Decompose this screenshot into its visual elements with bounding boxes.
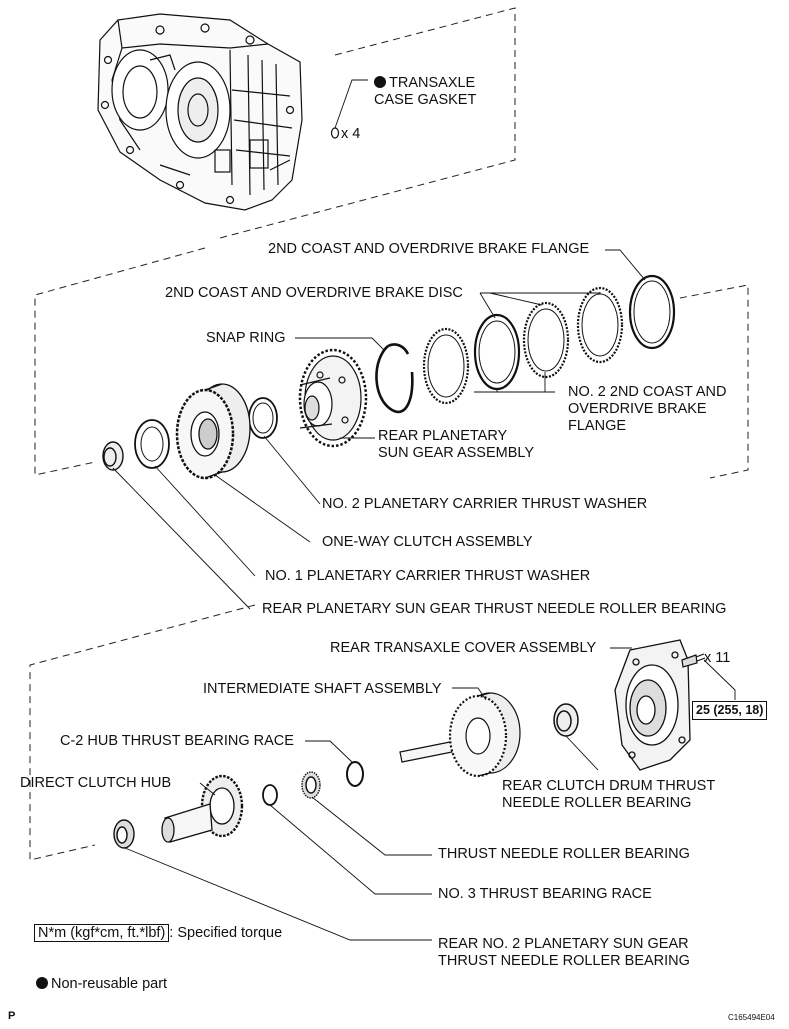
rear-planetary-sun-gear <box>298 348 368 448</box>
one-way-clutch-label: ONE-WAY CLUTCH ASSEMBLY <box>322 534 533 550</box>
gasket-label: TRANSAXLE CASE GASKET <box>374 75 477 108</box>
gasket-label-wrap: TRANSAXLE CASE GASKET <box>374 75 476 109</box>
nonreusable-dot-icon <box>36 977 48 989</box>
no2-flange-label: NO. 2 2ND COAST AND OVERDRIVE BRAKE FLAN… <box>568 384 727 434</box>
snap-ring-label: SNAP RING <box>206 330 286 346</box>
snap-ring <box>375 345 414 414</box>
thrust-bearing-label: THRUST NEEDLE ROLLER BEARING <box>438 846 690 862</box>
no1-thrust-washer <box>134 419 170 469</box>
group-outlines <box>29 7 749 861</box>
transaxle-case <box>97 13 303 211</box>
rear-cover-label: REAR TRANSAXLE COVER ASSEMBLY <box>330 640 597 656</box>
c2-hub-race <box>346 761 364 787</box>
nonreusable-legend: Non-reusable part <box>36 976 167 993</box>
direct-hub-label: DIRECT CLUTCH HUB <box>20 775 172 791</box>
bolt-qty: x 11 <box>704 650 731 666</box>
c2-race-label: C-2 HUB THRUST BEARING RACE <box>60 733 294 749</box>
rear-clutch-drum-bearing <box>553 703 579 737</box>
brake-pack <box>422 274 676 405</box>
rear-no2-sun-gear-bearing <box>113 819 135 849</box>
direct-clutch-hub <box>161 774 244 843</box>
sun-gear-bearing-label: REAR PLANETARY SUN GEAR THRUST NEEDLE RO… <box>262 601 727 617</box>
figure-code: C165494E04 <box>728 1013 775 1022</box>
thrust-needle-bearing <box>301 771 321 799</box>
no1-washer-label: NO. 1 PLANETARY CARRIER THRUST WASHER <box>265 568 591 584</box>
rear-transaxle-cover <box>614 639 691 771</box>
nonreusable-legend-text: Non-reusable part <box>51 976 168 992</box>
torque-legend-text: : Specified torque <box>169 925 283 941</box>
brake-disc-label: 2ND COAST AND OVERDRIVE BRAKE DISC <box>165 285 463 301</box>
drum-bearing-label: REAR CLUTCH DRUM THRUST NEEDLE ROLLER BE… <box>502 778 716 811</box>
rear-no2-bearing-label: REAR NO. 2 PLANETARY SUN GEAR THRUST NEE… <box>438 936 690 969</box>
no3-race-label: NO. 3 THRUST BEARING RACE <box>438 886 652 902</box>
case-gasket <box>330 127 340 139</box>
intermediate-shaft-label: INTERMEDIATE SHAFT ASSEMBLY <box>203 681 442 697</box>
nonreusable-marker-icon <box>374 76 386 88</box>
no3-race <box>262 784 278 806</box>
torque-value-box: 25 (255, 18) <box>692 701 768 720</box>
page-letter: P <box>8 1010 16 1022</box>
cover-bolt <box>681 653 706 668</box>
torque-unit-box: N*m (kgf*cm, ft.*lbf) <box>34 924 170 942</box>
one-way-clutch <box>175 383 251 480</box>
leader-lines <box>112 79 736 941</box>
torque-legend: N*m (kgf*cm, ft.*lbf): Specified torque <box>34 924 283 942</box>
gasket-qty: x 4 <box>341 126 361 142</box>
no2-washer-label: NO. 2 PLANETARY CARRIER THRUST WASHER <box>322 496 648 512</box>
sun-gear-needle-bearing <box>102 441 124 471</box>
intermediate-shaft <box>399 692 521 778</box>
rear-sun-gear-label: REAR PLANETARY SUN GEAR ASSEMBLY <box>378 428 535 461</box>
brake-flange-label: 2ND COAST AND OVERDRIVE BRAKE FLANGE <box>268 241 590 257</box>
no2-thrust-washer <box>248 397 278 439</box>
